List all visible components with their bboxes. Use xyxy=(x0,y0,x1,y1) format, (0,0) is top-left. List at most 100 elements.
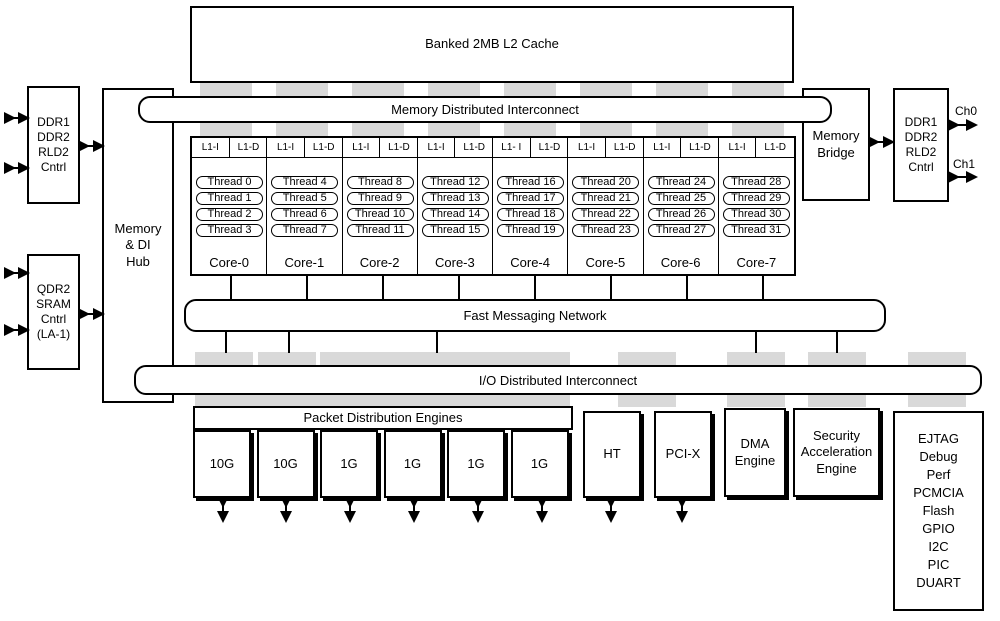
l1-instruction-cache: L1-I xyxy=(417,138,456,158)
fmn-io-link xyxy=(225,331,227,353)
thread: Thread 21 xyxy=(572,192,640,205)
thread: Thread 3 xyxy=(196,224,263,237)
l2-link-4 xyxy=(504,82,556,96)
core-label: Core-7 xyxy=(736,255,777,270)
thread: Thread 12 xyxy=(421,176,489,189)
memory-distributed-interconnect: Memory Distributed Interconnect xyxy=(138,96,832,123)
l1-data-cache: L1-D xyxy=(681,138,719,158)
core-label: Core-5 xyxy=(585,255,626,270)
core-link-4 xyxy=(504,122,556,136)
thread: Thread 29 xyxy=(722,192,790,205)
packet-engine-0: 10G xyxy=(193,430,251,498)
thread: Thread 24 xyxy=(647,176,715,189)
io-link-misc xyxy=(908,393,966,407)
misc-peripherals: EJTAG Debug Perf PCMCIA Flash GPIO I2C P… xyxy=(893,411,984,611)
io-link-0 xyxy=(195,352,253,366)
core-label: Core-0 xyxy=(209,255,249,270)
core-fmn-link xyxy=(458,276,460,300)
l1-instruction-cache: L1-I xyxy=(718,138,757,158)
thread: Thread 8 xyxy=(346,176,414,189)
thread: Thread 15 xyxy=(421,224,489,237)
thread: Thread 6 xyxy=(271,208,339,221)
l1-data-cache: L1-D xyxy=(229,138,268,158)
thread: Thread 7 xyxy=(271,224,339,237)
core-fmn-link xyxy=(610,276,612,300)
pcix-interface: PCI-X xyxy=(654,411,712,498)
core-fmn-link xyxy=(382,276,384,300)
thread: Thread 22 xyxy=(572,208,640,221)
fmn-io-link xyxy=(436,331,438,353)
security-acceleration-engine: Security Acceleration Engine xyxy=(793,408,880,497)
thread: Thread 5 xyxy=(271,192,339,205)
right-ddr-controller: DDR1 DDR2 RLD2 Cntrl xyxy=(893,88,949,202)
io-link-3 xyxy=(618,352,676,366)
l1-data-cache: L1-D xyxy=(455,138,493,158)
io-link-security xyxy=(808,393,866,407)
l1-instruction-cache: L1-I xyxy=(568,138,606,158)
thread: Thread 30 xyxy=(722,208,790,221)
core-fmn-link xyxy=(534,276,536,300)
thread: Thread 10 xyxy=(346,208,414,221)
core-fmn-link xyxy=(686,276,688,300)
l2-link-3 xyxy=(428,82,480,96)
packet-engine-5: 1G xyxy=(510,430,569,498)
fmn-io-link xyxy=(836,331,838,353)
memory-bridge: Memory Bridge xyxy=(802,88,870,201)
l2-link-6 xyxy=(656,82,708,96)
l1-instruction-cache: L1-I xyxy=(342,138,381,158)
thread: Thread 1 xyxy=(196,192,263,205)
thread: Thread 11 xyxy=(346,224,414,237)
memory-di-hub: Memory & DI Hub xyxy=(102,88,174,403)
thread: Thread 23 xyxy=(572,224,640,237)
core-link-6 xyxy=(656,122,708,136)
l2-cache-block: Banked 2MB L2 Cache xyxy=(190,6,794,83)
thread: Thread 2 xyxy=(196,208,263,221)
thread: Thread 27 xyxy=(647,224,715,237)
io-link-dma xyxy=(727,393,785,407)
fmn-io-link xyxy=(755,331,757,353)
thread: Thread 25 xyxy=(647,192,715,205)
core-label: Core-4 xyxy=(510,255,550,270)
packet-engine-1: 10G xyxy=(256,430,315,498)
thread: Thread 13 xyxy=(421,192,489,205)
channel-0-label: Ch0 xyxy=(955,104,978,118)
thread: Thread 18 xyxy=(497,208,564,221)
l2-link-7 xyxy=(732,82,784,96)
core-link-0 xyxy=(200,122,252,136)
packet-distribution-engines-title: Packet Distribution Engines xyxy=(193,406,573,430)
l1-data-cache: L1-D xyxy=(605,138,644,158)
l1-instruction-cache: L1- I xyxy=(493,138,531,158)
io-link-2 xyxy=(320,352,570,366)
core-label: Core-6 xyxy=(660,255,701,270)
fast-messaging-network: Fast Messaging Network xyxy=(184,299,886,332)
packet-engine-4: 1G xyxy=(447,430,505,498)
core-link-2 xyxy=(352,122,404,136)
thread: Thread 14 xyxy=(421,208,489,221)
thread: Thread 17 xyxy=(497,192,564,205)
l1-data-cache: L1-D xyxy=(756,138,794,158)
l1-data-cache: L1-D xyxy=(380,138,418,158)
core-link-3 xyxy=(428,122,480,136)
io-link-pcix xyxy=(618,393,676,407)
io-link-4 xyxy=(727,352,785,366)
io-link-5 xyxy=(808,352,866,366)
core-link-1 xyxy=(276,122,328,136)
core-fmn-link xyxy=(306,276,308,300)
io-link-6 xyxy=(908,352,966,366)
l2-link-5 xyxy=(580,82,632,96)
core-label: Core-2 xyxy=(359,255,400,270)
l1-data-cache: L1-D xyxy=(304,138,343,158)
core-fmn-link xyxy=(762,276,764,300)
thread: Thread 4 xyxy=(271,176,339,189)
l1-instruction-cache: L1-I xyxy=(267,138,305,158)
l2-link-1 xyxy=(276,82,328,96)
